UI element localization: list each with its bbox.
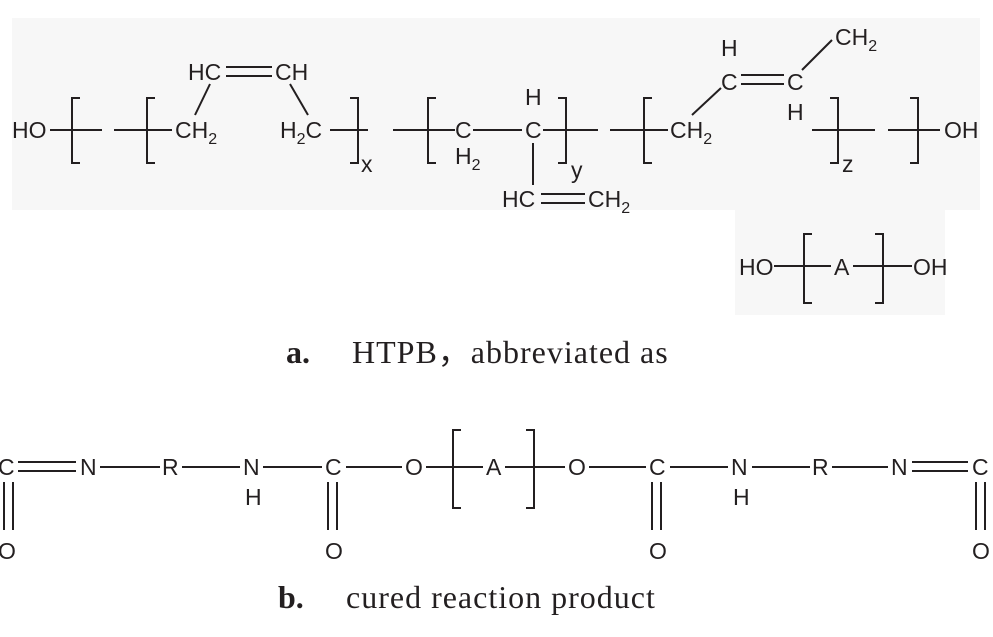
abbreviation-structure: HO A OH: [739, 233, 948, 304]
c-label: C: [721, 69, 738, 95]
c-label: C: [649, 454, 666, 480]
hc-label: HC: [188, 59, 221, 85]
a-label: A: [834, 254, 850, 280]
c-label: C: [325, 454, 342, 480]
n-label: N: [80, 454, 97, 480]
htpb-structure-panel: [12, 18, 980, 210]
c-label: C: [455, 117, 472, 143]
o-label: O: [649, 538, 667, 564]
c-label: C: [787, 69, 804, 95]
cured-product-structure: C O N R N H C O O A O C O N H R N: [0, 429, 990, 564]
ch2-end-label: CH2: [835, 24, 877, 55]
bracket-x-left: [146, 97, 155, 164]
h2c-label: H2C: [280, 117, 322, 148]
o-label: O: [325, 538, 343, 564]
h2-label: H2: [455, 143, 481, 174]
bond: [801, 39, 833, 71]
htpb-structure: HO CH2 HC CH H2C x C H2 H C y HC CH2: [12, 24, 979, 217]
bracket-outer-left: [71, 97, 80, 164]
caption-a-text: HTPB，abbreviated as: [352, 334, 669, 370]
bracket-right: [526, 429, 535, 509]
h-label: H: [787, 99, 804, 125]
subscript-x: x: [361, 151, 373, 177]
bracket-right: [875, 233, 884, 304]
bracket-left: [452, 429, 461, 509]
caption-b-letter: b.: [278, 579, 304, 615]
bracket-z-left: [643, 97, 652, 164]
h-label: H: [721, 35, 738, 61]
h-label: H: [733, 484, 750, 510]
c-label: C: [0, 454, 15, 480]
subscript-y: y: [571, 157, 583, 183]
abbreviation-panel: [735, 210, 945, 315]
a-label: A: [486, 454, 502, 480]
caption-a-letter: a.: [286, 334, 310, 370]
h-label: H: [525, 84, 542, 110]
n-label: N: [891, 454, 908, 480]
subscript-z: z: [842, 151, 854, 177]
o-label: O: [0, 538, 16, 564]
bracket-left: [803, 233, 812, 304]
bond: [691, 87, 722, 116]
ch2-label: CH2: [670, 117, 712, 148]
bracket-outer-right: [910, 97, 919, 164]
bracket-y-right: [558, 97, 567, 164]
r-label: R: [812, 454, 829, 480]
bracket-y-left: [427, 97, 436, 164]
ch-label: CH: [275, 59, 308, 85]
ch2-vinyl-label: CH2: [588, 186, 630, 217]
o-label: O: [972, 538, 990, 564]
r-label: R: [162, 454, 179, 480]
n-label: N: [731, 454, 748, 480]
h-label: H: [245, 484, 262, 510]
o-label: O: [405, 454, 423, 480]
ch2-label: CH2: [175, 117, 217, 148]
bond: [194, 83, 211, 116]
hc-vinyl-label: HC: [502, 186, 535, 212]
ho-left-label: HO: [12, 117, 47, 143]
o-label: O: [568, 454, 586, 480]
bracket-z-right: [830, 97, 839, 164]
oh-right-label: OH: [944, 117, 979, 143]
bracket-x-right: [350, 97, 359, 164]
caption-b-text: cured reaction product: [346, 579, 656, 615]
oh-label: OH: [913, 254, 948, 280]
ho-label: HO: [739, 254, 774, 280]
c-label: C: [972, 454, 989, 480]
bond: [289, 83, 309, 116]
c-label: C: [525, 117, 542, 143]
n-label: N: [243, 454, 260, 480]
